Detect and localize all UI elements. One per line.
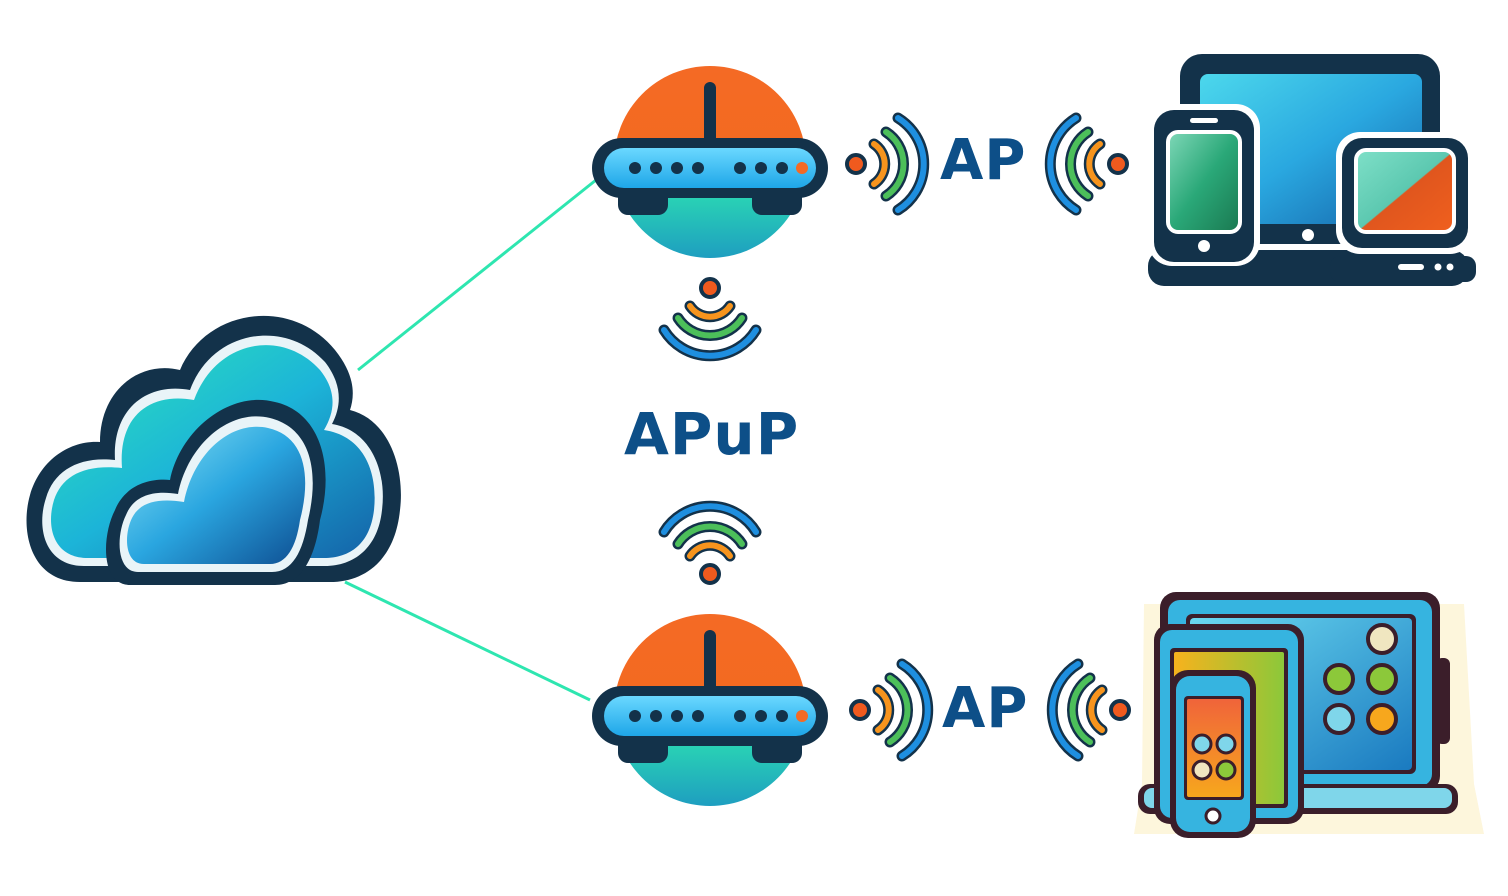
tablet-icon — [1330, 132, 1476, 282]
wifi-signal-icon — [660, 504, 760, 584]
wifi-signal-icon — [1050, 660, 1130, 760]
phone-icon — [1170, 670, 1256, 838]
ap-label-top: AP — [940, 128, 1027, 193]
wifi-signal-icon — [1048, 114, 1128, 214]
phone-icon — [1148, 104, 1260, 266]
link-cloud-to-bottom-router — [344, 580, 591, 702]
link-cloud-to-top-router — [357, 178, 597, 372]
wifi-signal-icon — [846, 114, 926, 214]
cloud-icon — [26, 315, 401, 585]
client-devices-bottom — [1134, 592, 1484, 838]
wifi-signal-icon — [850, 660, 930, 760]
ap-label-bottom: AP — [942, 676, 1029, 741]
router-top — [592, 66, 828, 258]
router-bottom — [592, 614, 828, 806]
client-devices-top — [1148, 54, 1476, 286]
apup-label: APuP — [624, 400, 800, 468]
wifi-signal-icon — [660, 278, 760, 358]
